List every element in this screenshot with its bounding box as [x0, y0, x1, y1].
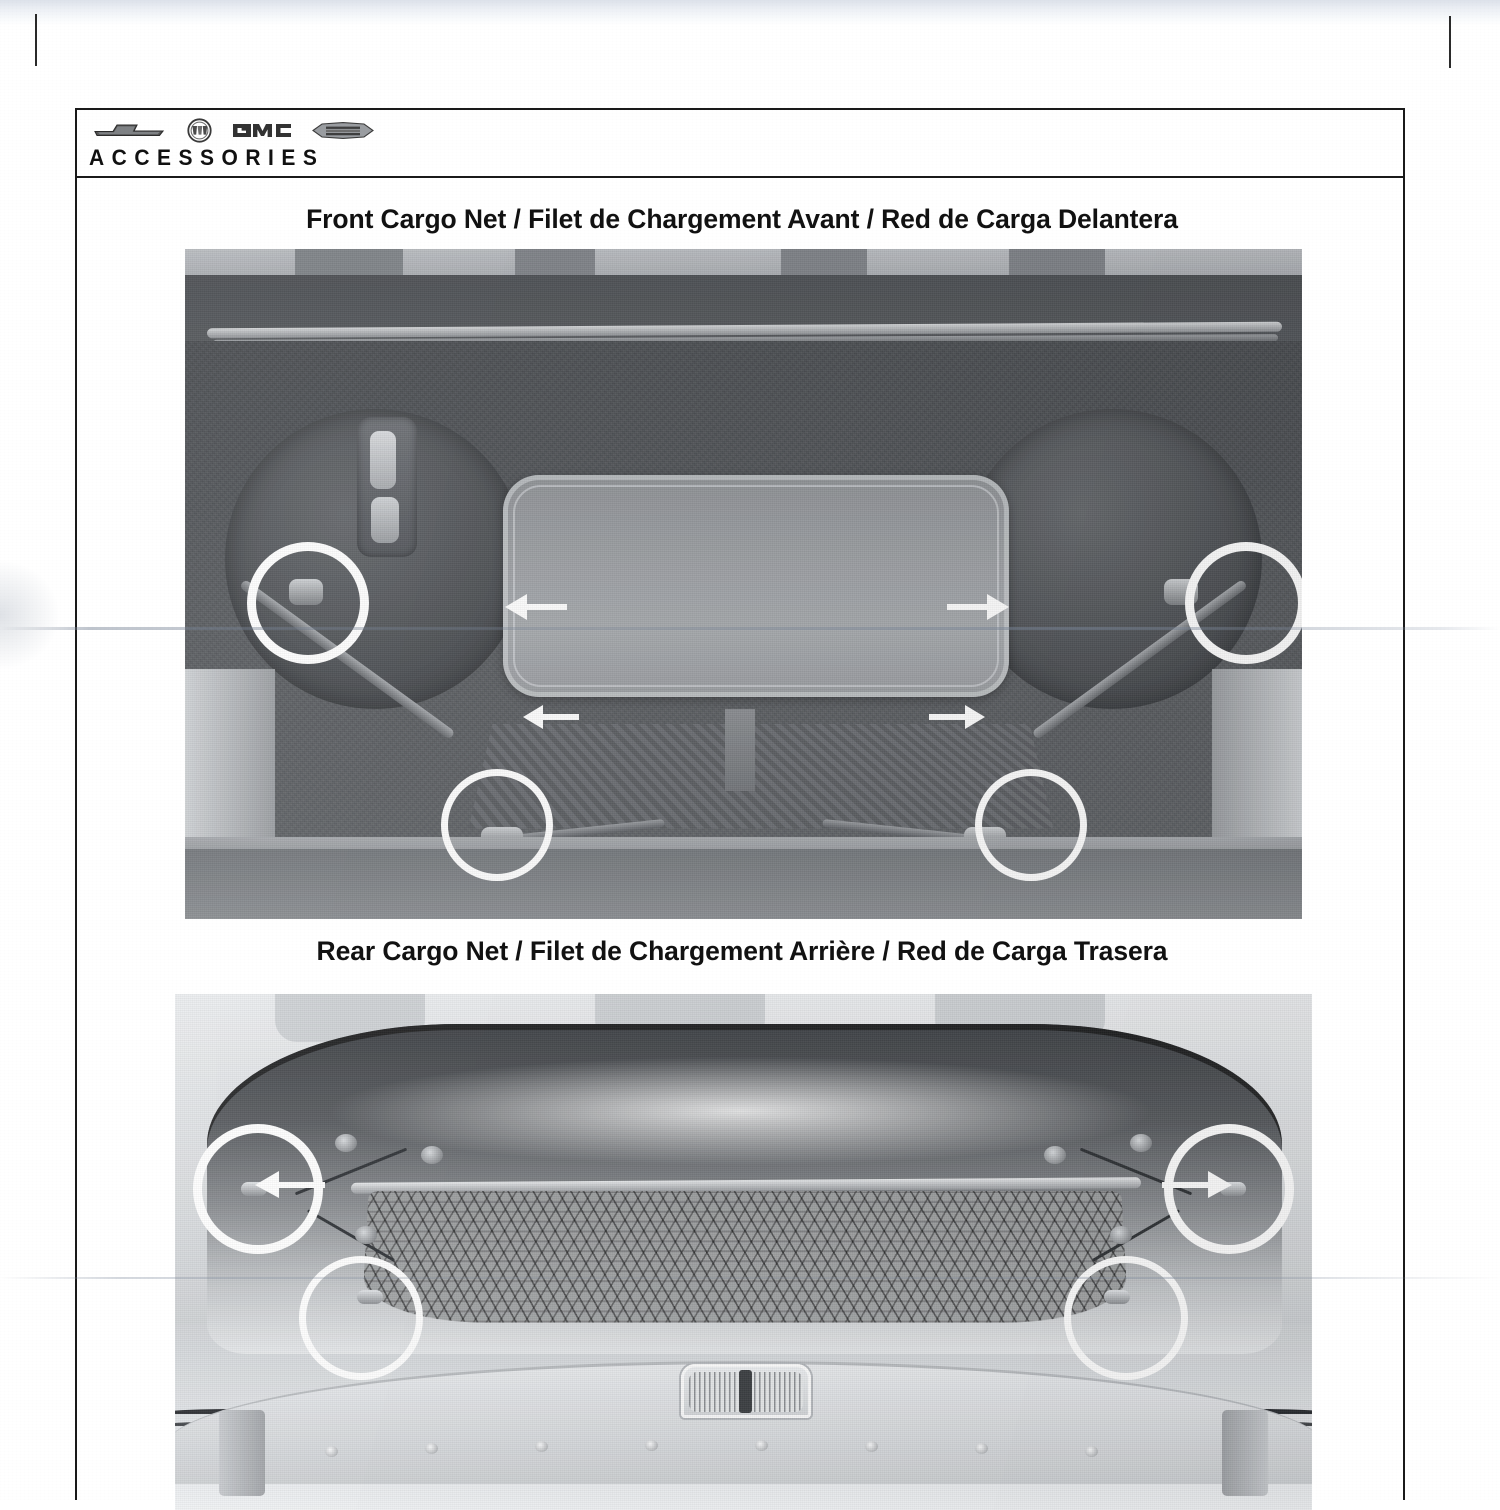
shelf-screw [1044, 1146, 1066, 1164]
cadillac-crest-logo [312, 121, 374, 139]
latch-button-lower [371, 497, 399, 543]
chevrolet-bowtie-logo [94, 124, 165, 137]
bumper-bolt-row [175, 1440, 1312, 1458]
document-header: ACCESSORIES [77, 110, 1403, 178]
direction-arrow-left [255, 1171, 325, 1198]
highlight-circle-anchor-upper-right [1185, 542, 1302, 664]
front-cargo-net-panel [503, 475, 1009, 697]
direction-arrow-upper-right [947, 594, 1009, 620]
shelf-screw [1110, 1226, 1132, 1244]
shelf-screw [1130, 1134, 1152, 1152]
trunk-hinge-right [1222, 1410, 1268, 1496]
trunk-floor-mat [468, 723, 1054, 829]
bumper-bolt [975, 1443, 988, 1454]
bumper-bolt [425, 1443, 438, 1454]
registration-mark-top-left [35, 14, 37, 66]
shelf-screw [335, 1134, 357, 1152]
highlight-circle-anchor-upper-left [247, 542, 369, 664]
page-border-frame: ACCESSORIES Front Cargo Net / Filet de C… [75, 108, 1405, 1510]
direction-arrow-right [1162, 1171, 1232, 1198]
highlight-circle-anchor-left [193, 1124, 323, 1254]
direction-arrow-upper-left [505, 594, 567, 620]
bumper-bolt [1085, 1446, 1098, 1457]
scan-edge-smudge [0, 560, 60, 670]
bumper-bolt [865, 1441, 878, 1452]
lid-tab [781, 249, 867, 279]
photo-bottom-band [185, 849, 1302, 919]
panel-inner-outline [513, 485, 999, 687]
highlight-circle-anchor-lower-right [1064, 1256, 1188, 1380]
registration-mark-top-right [1449, 16, 1451, 68]
direction-arrow-lower-left [523, 705, 579, 729]
rear-trunk-photo [175, 994, 1312, 1510]
accessories-title: ACCESSORIES [89, 146, 325, 171]
floor-divider-tab [725, 709, 755, 791]
buick-tri-shield-logo [187, 117, 212, 143]
lid-tab [1009, 249, 1105, 279]
shelf-highlight [325, 1056, 1155, 1166]
lid-tab [295, 249, 403, 279]
latch-button-upper [370, 431, 396, 489]
license-plate-vent [681, 1364, 811, 1418]
rear-cargo-net-mesh [361, 1191, 1129, 1323]
front-trunk-photo [185, 249, 1302, 919]
bumper-bolt [535, 1441, 548, 1452]
vent-center-bar [739, 1370, 752, 1413]
highlight-circle-anchor-lower-left [299, 1256, 423, 1380]
bumper-bolt [645, 1440, 658, 1451]
rear-cargo-net-caption: Rear Cargo Net / Filet de Chargement Arr… [316, 936, 1168, 966]
trunk-hinge-left [219, 1410, 265, 1496]
bumper-bolt [325, 1446, 338, 1457]
highlight-circle-anchor-right [1164, 1124, 1294, 1254]
highlight-circle-anchor-lower-right [975, 769, 1087, 881]
highlight-circle-anchor-lower-left [441, 769, 553, 881]
shelf-screw [355, 1226, 377, 1244]
scanner-top-edge-shadow [0, 0, 1500, 26]
lid-tab [515, 249, 595, 279]
front-cargo-net-caption: Front Cargo Net / Filet de Chargement Av… [306, 204, 1178, 234]
direction-arrow-lower-right [929, 705, 985, 729]
gmc-logo [233, 123, 291, 137]
brand-logo-row [93, 117, 374, 143]
bumper-bolt [755, 1440, 768, 1451]
shelf-screw [421, 1146, 443, 1164]
